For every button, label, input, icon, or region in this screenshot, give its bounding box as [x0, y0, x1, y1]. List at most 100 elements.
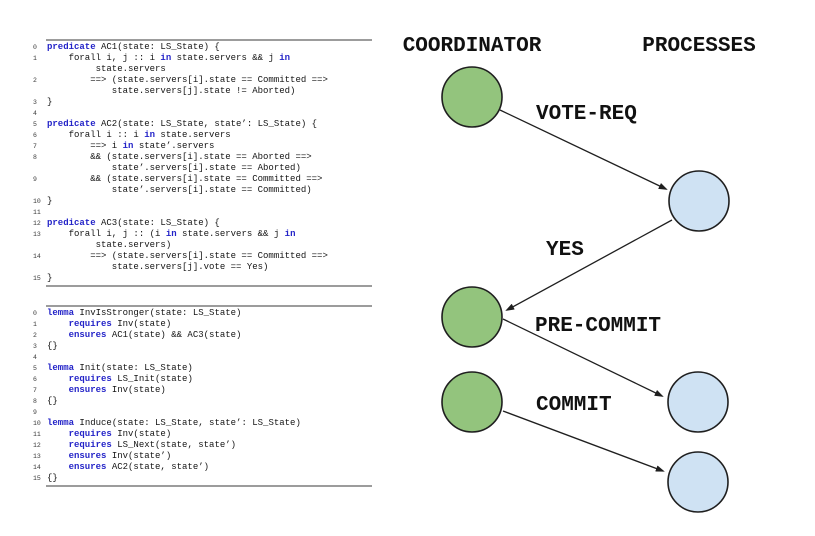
- code-text: requires LS_Init(state): [68, 374, 193, 384]
- code-line: 10}: [33, 196, 378, 207]
- code-text: ensures Inv(state’): [68, 451, 172, 461]
- code-text: lemma Init(state: LS_State): [47, 363, 193, 373]
- code-line: 15 {}: [33, 473, 378, 484]
- code-text: forall i :: i in state.servers: [47, 130, 231, 140]
- line-number: 15: [33, 475, 41, 482]
- line-number: 3: [33, 343, 37, 350]
- code-text: {}: [47, 341, 58, 351]
- code-line: 11: [33, 207, 378, 218]
- line-number: 3: [33, 99, 37, 106]
- panel-divider-bottom: [46, 285, 372, 287]
- code-line: 5 predicate AC2(state: LS_State, state’: …: [33, 119, 378, 130]
- code-line: 8 {}: [33, 396, 378, 407]
- line-number: 5: [33, 121, 37, 128]
- lemmas-code-panel: 0 lemma InvIsStronger(state: LS_State) 1 r…: [33, 305, 378, 487]
- code-line: state.servers[j].state != Aborted): [33, 86, 378, 97]
- line-number: 11: [33, 431, 41, 438]
- line-number: 7: [33, 143, 37, 150]
- coordinator-node-3: [441, 371, 503, 433]
- code-line: 2 ensures AC1(state) && AC3(state): [33, 330, 378, 341]
- code-line: state’.servers[i].state == Committed): [33, 185, 378, 196]
- code-text: requires LS_Next(state, state’): [68, 440, 237, 450]
- code-line: 14 ensures AC2(state, state’): [33, 462, 378, 473]
- process-node-2: [667, 371, 729, 433]
- line-number: 7: [33, 387, 37, 394]
- code-text: }: [47, 273, 53, 283]
- line-number: 9: [33, 409, 37, 416]
- code-line: state.servers: [33, 64, 378, 75]
- vote-req-arrow: [499, 109, 668, 190]
- code-line: state.servers): [33, 240, 378, 251]
- code-text: predicate AC2(state: LS_State, state’: L…: [47, 119, 318, 129]
- vote-req-label: VOTE-REQ: [536, 103, 637, 126]
- coordinator-node-1: [441, 66, 503, 128]
- code-text: }: [47, 196, 53, 206]
- code-text: state.servers: [47, 64, 166, 74]
- code-text: }: [47, 97, 53, 107]
- yes-arrow: [505, 219, 673, 311]
- line-number: 13: [33, 453, 41, 460]
- code-text: lemma InvIsStronger(state: LS_State): [47, 308, 242, 318]
- line-number: 1: [33, 321, 37, 328]
- panel-divider-top: [46, 305, 372, 307]
- code-line: 2 ==> (state.servers[i].state == Committ…: [33, 75, 378, 86]
- code-text: {}: [47, 396, 58, 406]
- line-number: 8: [33, 154, 37, 161]
- code-text: state’.servers[i].state == Committed): [47, 185, 312, 195]
- code-text: forall i, j :: i in state.servers && j i…: [47, 53, 291, 63]
- code-line: 4: [33, 352, 378, 363]
- line-number: 6: [33, 132, 37, 139]
- code-text: state’.servers[i].state == Aborted): [47, 163, 301, 173]
- line-number: 10: [33, 420, 41, 427]
- code-line: 5 lemma Init(state: LS_State): [33, 363, 378, 374]
- code-line: state’.servers[i].state == Aborted): [33, 163, 378, 174]
- code-text: forall i, j :: (i in state.servers && j …: [47, 229, 296, 239]
- code-line: 3 {}: [33, 341, 378, 352]
- code-line: 15}: [33, 273, 378, 284]
- pre-commit-label: PRE-COMMIT: [535, 315, 661, 338]
- line-number: 9: [33, 176, 37, 183]
- code-text: ==> (state.servers[i].state == Committed…: [47, 75, 328, 85]
- code-text: lemma Induce(state: LS_State, state’: LS…: [47, 418, 301, 428]
- coordinator-column-label: COORDINATOR: [403, 35, 542, 58]
- code-text: state.servers[j].state != Aborted): [47, 86, 296, 96]
- lemmas-code-lines: 0 lemma InvIsStronger(state: LS_State) 1 r…: [33, 307, 378, 485]
- line-number: 5: [33, 365, 37, 372]
- commit-label: COMMIT: [536, 394, 612, 417]
- code-text: ensures AC2(state, state’): [68, 462, 210, 472]
- code-line: 6 forall i :: i in state.servers: [33, 130, 378, 141]
- code-text: predicate AC3(state: LS_State) {: [47, 218, 220, 228]
- pre-commit-arrow: [502, 318, 664, 397]
- line-number: 0: [33, 310, 37, 317]
- code-line: 13 ensures Inv(state’): [33, 451, 378, 462]
- processes-column-label: PROCESSES: [642, 35, 755, 58]
- code-line: state.servers[j].vote == Yes): [33, 262, 378, 273]
- process-node-3: [667, 451, 729, 513]
- code-text: && (state.servers[i].state == Committed …: [47, 174, 323, 184]
- code-line: 4: [33, 108, 378, 119]
- panel-divider-top: [46, 39, 372, 41]
- yes-label: YES: [546, 239, 584, 262]
- code-line: 12 requires LS_Next(state, state’): [33, 440, 378, 451]
- coordinator-node-2: [441, 286, 503, 348]
- panel-divider-bottom: [46, 485, 372, 487]
- line-number: 12: [33, 442, 41, 449]
- code-line: 14 ==> (state.servers[i].state == Commit…: [33, 251, 378, 262]
- code-text: state.servers[j].vote == Yes): [47, 262, 269, 272]
- code-line: 7 ==> i in state’.servers: [33, 141, 378, 152]
- line-number: 14: [33, 253, 41, 260]
- line-number: 4: [33, 110, 37, 117]
- code-text: ==> (state.servers[i].state == Committed…: [47, 251, 328, 261]
- line-number: 8: [33, 398, 37, 405]
- code-line: 11 requires Inv(state): [33, 429, 378, 440]
- code-line: 10 lemma Induce(state: LS_State, state’: …: [33, 418, 378, 429]
- line-number: 0: [33, 44, 37, 51]
- code-text: ==> i in state’.servers: [47, 141, 215, 151]
- code-text: {}: [47, 473, 58, 483]
- line-number: 11: [33, 209, 41, 216]
- code-line: 1 forall i, j :: i in state.servers && j…: [33, 53, 378, 64]
